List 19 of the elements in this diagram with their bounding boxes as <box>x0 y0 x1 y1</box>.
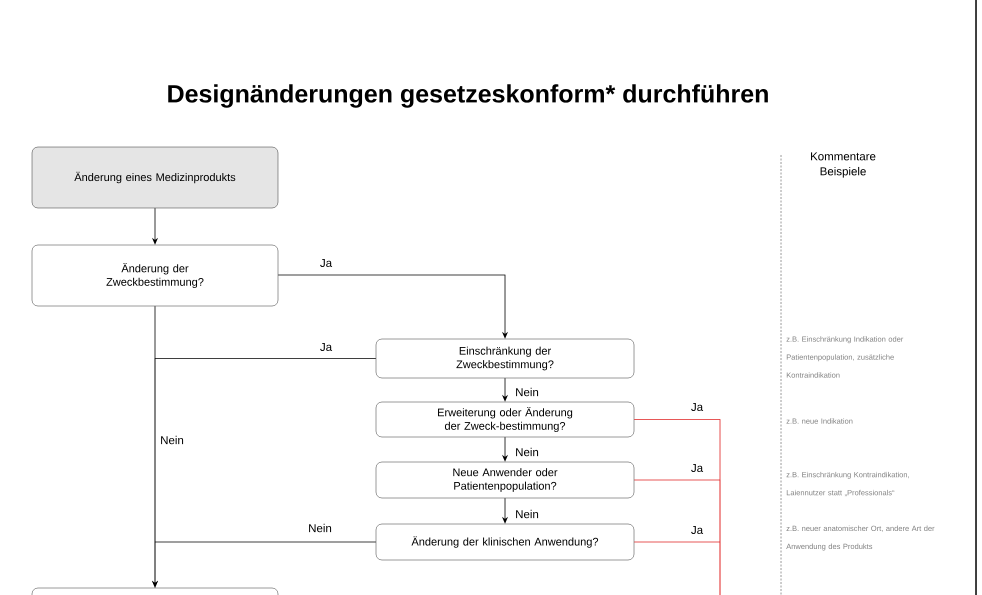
edge-label: Ja <box>690 525 704 536</box>
decision-box: Einschränkung der Zweckbestimmung? <box>376 338 634 378</box>
start-box: Änderung eines Medizinprodukts <box>32 146 278 208</box>
decision-box: Erweiterung oder Änderung der Zweck-bestimmung? <box>376 402 634 438</box>
edge-label: Ja <box>690 402 704 412</box>
edge-label: Nein <box>159 434 185 446</box>
edge-label: Ja <box>318 342 334 352</box>
edge-label: Ja <box>690 463 704 474</box>
edge-label: Nein <box>514 508 540 520</box>
edge-label: Nein <box>514 386 540 398</box>
edge-label: Ja <box>318 258 334 268</box>
edge-label: Nein <box>307 522 333 534</box>
title: Designänderungen gesetzeskonform* durchführen <box>168 84 768 108</box>
decision-box: Änderung der Zweckbestimmung? <box>32 244 278 306</box>
process-box <box>32 588 278 595</box>
edge-label: Nein <box>514 446 540 458</box>
decision-box: Änderung der klinischen Anwendung? <box>376 524 634 560</box>
decision-box: Neue Anwender oder Patientenpopulation? <box>376 462 634 498</box>
column-heading: Kommentare Beispiele <box>811 152 876 178</box>
